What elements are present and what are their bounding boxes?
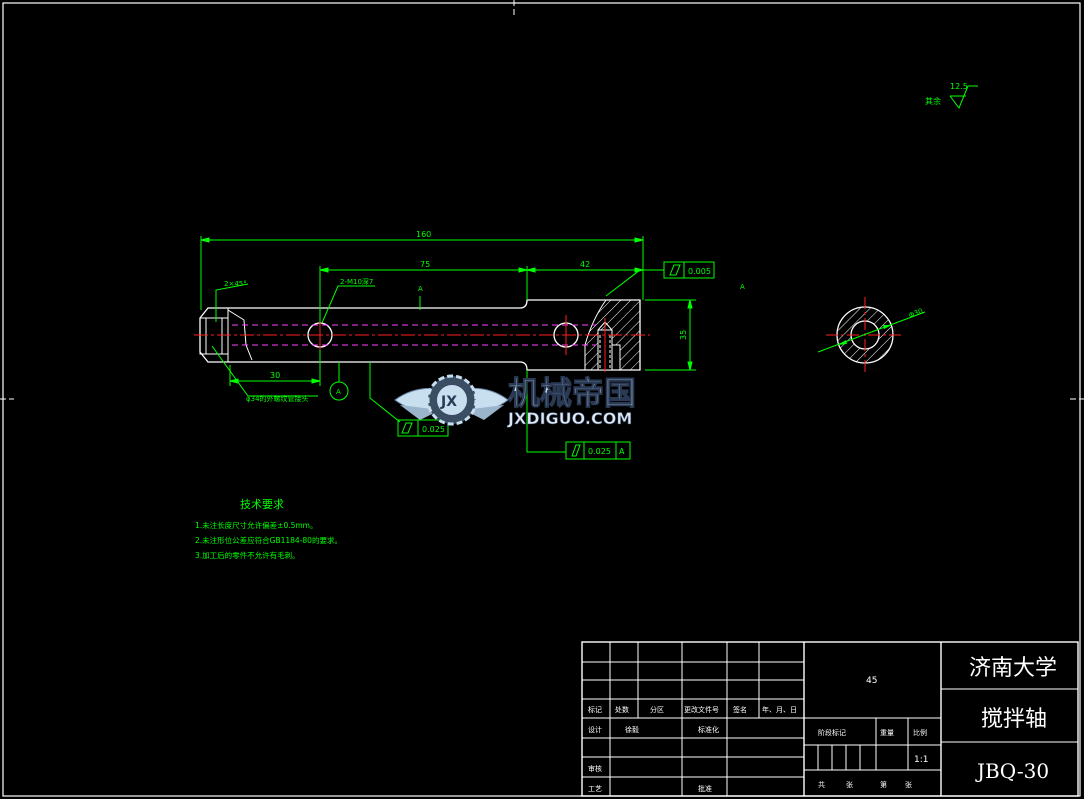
tech-requirements-title: 技术要求 — [240, 498, 284, 511]
dim-thread-note: φ34的外螺纹管接头 — [246, 394, 309, 403]
tb-scale: 1:1 — [914, 755, 928, 765]
tb-gongyi: 工艺 — [588, 785, 602, 793]
watermark-badge: JX — [440, 394, 457, 410]
dimension-text: 160 75 42 30 35 2×45° 2-M10深7 φ34的外螺纹管接头… — [224, 230, 745, 403]
tb-biaozhunhua: 标准化 — [698, 725, 719, 734]
tb-school: 济南大学 — [969, 656, 1057, 681]
dim-bottom-length: 30 — [270, 371, 280, 380]
dimension-lines — [200, 236, 696, 453]
shaft-main-view — [194, 299, 650, 372]
tb-zhang1: 张 — [846, 780, 853, 789]
tolerance-frame-top: 0.005 — [663, 261, 715, 279]
tb-bili: 比例 — [913, 728, 927, 737]
tb-gong: 共 — [818, 780, 825, 789]
tolerance-frame-bottom: 0.025 A — [565, 441, 631, 460]
surface-finish-value: 12.5 — [950, 82, 968, 91]
tech-requirement-3: 3.加工后的零件不允许有毛刺。 — [195, 550, 300, 560]
tb-gengai: 更改文件号 — [684, 705, 719, 714]
section-view: Φ30 — [817, 297, 926, 373]
dim-segment-right: 42 — [580, 260, 590, 269]
tb-sheji: 设计 — [588, 725, 602, 734]
datum-a-circle: A — [336, 388, 341, 396]
dim-overall-length: 160 — [416, 230, 431, 239]
title-block — [581, 641, 1079, 797]
title-block-text: 标记 处数 分区 更改文件号 签名 年、月、日 设计 徐毅 标准化 审核 工艺 … — [588, 656, 1057, 793]
tb-fenqu: 分区 — [650, 705, 664, 714]
surface-finish-label: 其余 — [925, 96, 941, 106]
datum-a-right: A — [740, 283, 745, 291]
tb-shenhe: 审核 — [588, 764, 602, 773]
watermark-logo: JX 机械帝国 JXDIGUO.COM — [394, 374, 637, 428]
tb-part-name: 搅拌轴 — [981, 707, 1047, 732]
dim-chamfer: 2×45° — [224, 280, 247, 288]
tb-jieduan: 阶段标记 — [818, 728, 846, 737]
tolerance-left-value: 0.025 — [422, 425, 445, 434]
tb-date: 年、月、日 — [762, 705, 797, 714]
tech-requirement-1: 1.未注长度尺寸允许偏差±0.5mm。 — [195, 520, 317, 530]
tb-material: 45 — [866, 676, 877, 686]
tb-zhongliang: 重量 — [880, 729, 894, 737]
tolerance-bottom-value: 0.025 — [588, 447, 611, 456]
tech-requirements: 技术要求 1.未注长度尺寸允许偏差±0.5mm。 2.未注形位公差应符合GB11… — [195, 498, 342, 560]
tb-drawing-no: JBQ-30 — [975, 759, 1049, 783]
watermark-cn: 机械帝国 — [508, 374, 636, 412]
dim-segment-left: 75 — [420, 260, 430, 269]
tb-chushu: 处数 — [615, 705, 629, 714]
tech-requirement-2: 2.未注形位公差应符合GB1184-80的要求。 — [195, 535, 342, 545]
datum-a-top: A — [418, 285, 423, 293]
tb-zhang2: 张 — [905, 780, 912, 789]
tb-di: 第 — [880, 780, 887, 789]
tolerance-frame-left: 0.025 — [397, 419, 449, 437]
watermark-en: JXDIGUO.COM — [507, 409, 632, 428]
tb-pizhun: 批准 — [698, 784, 712, 793]
tb-qianming: 签名 — [733, 705, 747, 714]
tolerance-bottom-datum: A — [619, 447, 625, 456]
dim-diameter-right: 35 — [679, 330, 688, 340]
section-diameter: Φ30 — [908, 307, 924, 320]
tolerance-top-value: 0.005 — [688, 267, 711, 276]
surface-finish-symbol: 其余 12.5 — [925, 82, 978, 110]
tb-biaoji: 标记 — [588, 705, 602, 714]
tb-xuyi: 徐毅 — [625, 725, 639, 734]
dim-hole-callout: 2-M10深7 — [340, 277, 373, 286]
